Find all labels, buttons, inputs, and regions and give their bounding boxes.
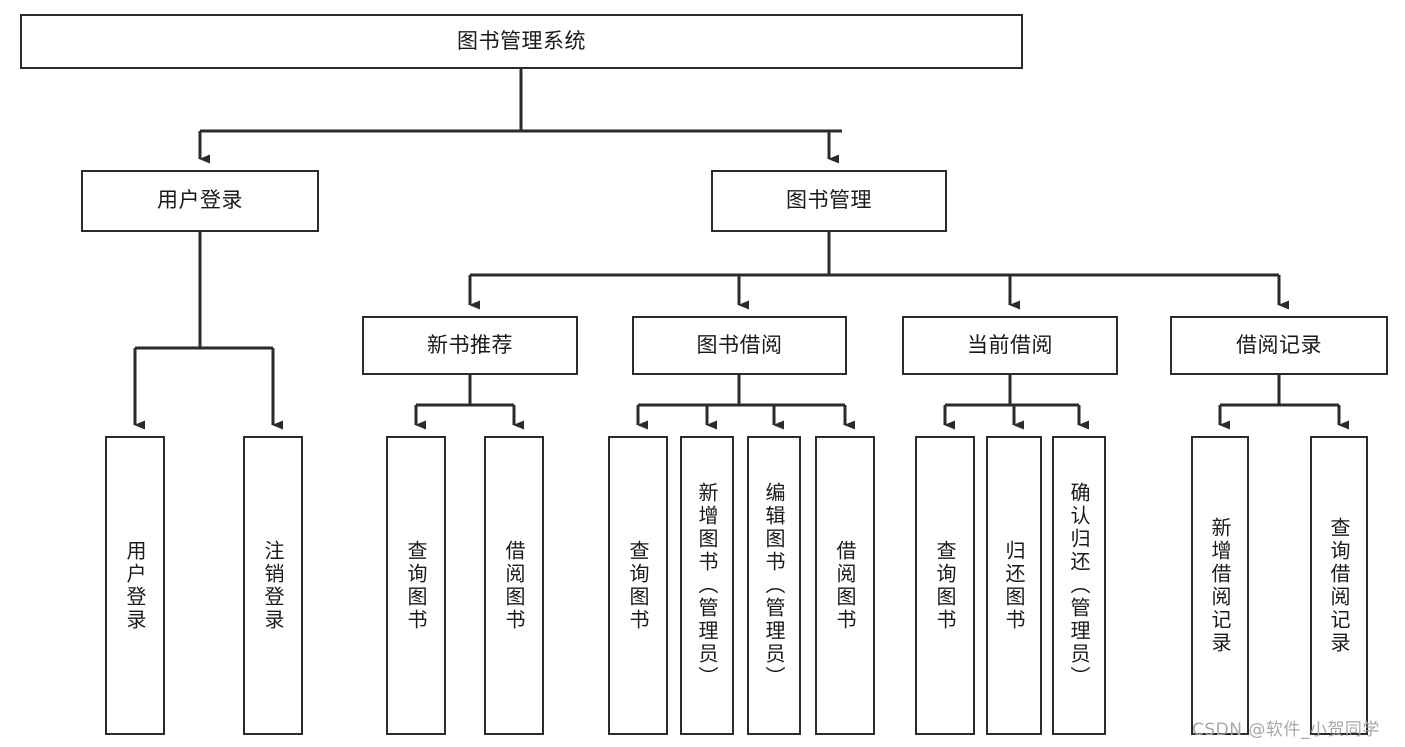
node-leaf-add-book[interactable]: 新增图书（管理员） bbox=[680, 436, 734, 735]
node-new-book-rec[interactable]: 新书推荐 bbox=[362, 316, 578, 375]
node-leaf-edit-book[interactable]: 编辑图书（管理员） bbox=[747, 436, 801, 735]
node-book-borrow[interactable]: 图书借阅 bbox=[632, 316, 847, 375]
node-leaf-add-record-label: 新增借阅记录 bbox=[1208, 516, 1232, 655]
node-book-manage-label: 图书管理 bbox=[786, 188, 872, 213]
node-leaf-borrow-book-rec[interactable]: 借阅图书 bbox=[484, 436, 544, 735]
node-borrow-record[interactable]: 借阅记录 bbox=[1170, 316, 1388, 375]
node-leaf-add-record[interactable]: 新增借阅记录 bbox=[1191, 436, 1249, 735]
node-leaf-borrow-book-bb[interactable]: 借阅图书 bbox=[815, 436, 875, 735]
node-new-book-rec-label: 新书推荐 bbox=[427, 332, 513, 357]
node-leaf-return-book-label: 归还图书 bbox=[1002, 539, 1026, 632]
node-leaf-user-login[interactable]: 用户登录 bbox=[105, 436, 165, 735]
node-book-manage[interactable]: 图书管理 bbox=[711, 170, 947, 232]
node-root[interactable]: 图书管理系统 bbox=[20, 14, 1023, 69]
node-leaf-edit-book-label: 编辑图书（管理员） bbox=[762, 482, 786, 689]
node-user-login[interactable]: 用户登录 bbox=[81, 170, 319, 232]
node-leaf-query-book-bb[interactable]: 查询图书 bbox=[608, 436, 668, 735]
node-leaf-query-record[interactable]: 查询借阅记录 bbox=[1310, 436, 1368, 735]
node-leaf-user-logout-label: 注销登录 bbox=[261, 539, 285, 632]
node-leaf-return-book[interactable]: 归还图书 bbox=[986, 436, 1042, 735]
node-leaf-add-book-label: 新增图书（管理员） bbox=[695, 482, 719, 689]
node-current-borrow[interactable]: 当前借阅 bbox=[902, 316, 1118, 375]
node-borrow-record-label: 借阅记录 bbox=[1236, 332, 1322, 357]
node-leaf-query-book-cb[interactable]: 查询图书 bbox=[915, 436, 975, 735]
node-current-borrow-label: 当前借阅 bbox=[967, 332, 1053, 357]
node-leaf-query-record-label: 查询借阅记录 bbox=[1327, 516, 1351, 655]
node-root-label: 图书管理系统 bbox=[457, 28, 586, 53]
node-leaf-query-book-rec[interactable]: 查询图书 bbox=[386, 436, 446, 735]
node-leaf-borrow-book-bb-label: 借阅图书 bbox=[833, 539, 857, 632]
node-leaf-confirm-return-label: 确认归还（管理员） bbox=[1067, 482, 1091, 689]
node-leaf-user-login-label: 用户登录 bbox=[123, 539, 147, 632]
node-leaf-borrow-book-rec-label: 借阅图书 bbox=[502, 539, 526, 632]
node-leaf-query-book-bb-label: 查询图书 bbox=[626, 539, 650, 632]
node-leaf-user-logout[interactable]: 注销登录 bbox=[243, 436, 303, 735]
node-leaf-confirm-return[interactable]: 确认归还（管理员） bbox=[1052, 436, 1106, 735]
node-leaf-query-book-rec-label: 查询图书 bbox=[404, 539, 428, 632]
node-leaf-query-book-cb-label: 查询图书 bbox=[933, 539, 957, 632]
node-user-login-label: 用户登录 bbox=[157, 188, 243, 213]
node-book-borrow-label: 图书借阅 bbox=[696, 332, 783, 357]
